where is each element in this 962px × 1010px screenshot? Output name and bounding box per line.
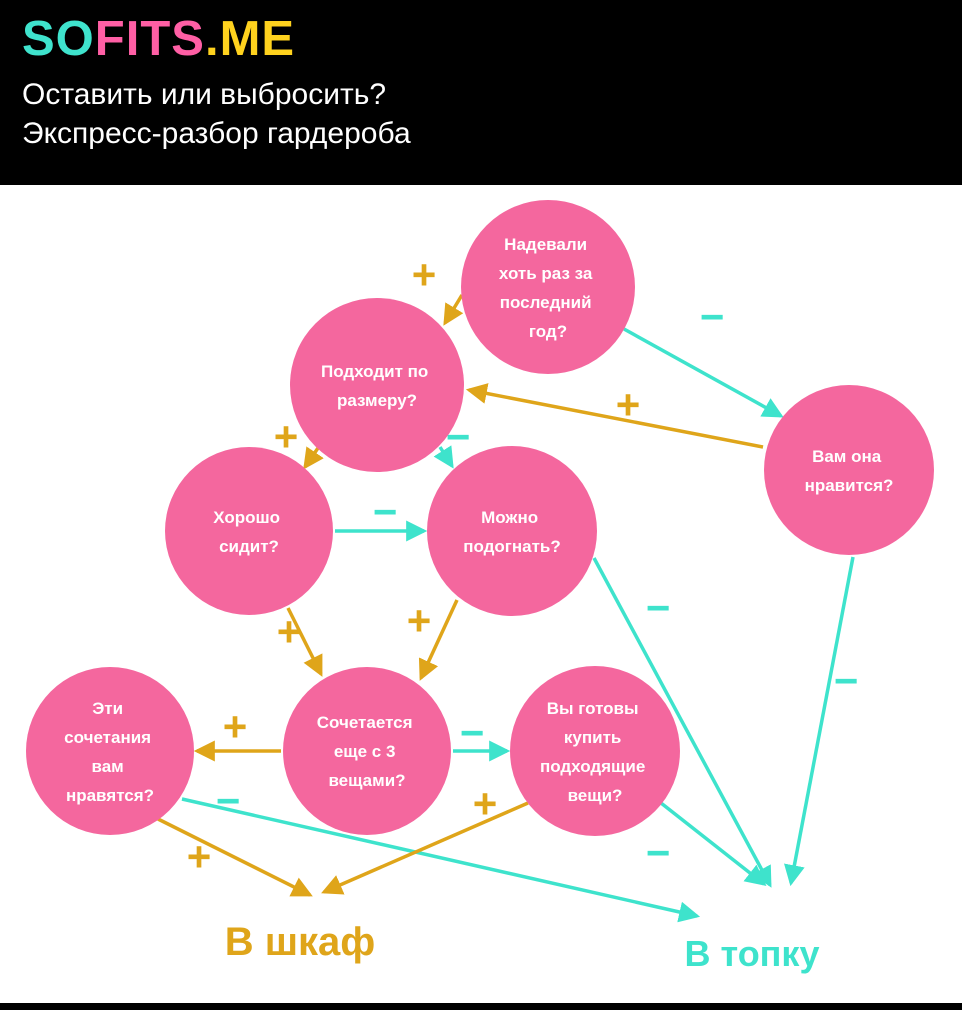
logo-part-me: .ME: [204, 12, 296, 66]
node-like: Вам она нравится?: [764, 385, 934, 555]
node-like-label: Вам она нравится?: [805, 447, 894, 495]
edge-worn-size-sign: +: [412, 251, 437, 298]
node-fits-well-label: Хорошо сидит?: [213, 508, 285, 556]
node-combos-like-label: Эти сочетания вам нравятся?: [64, 699, 156, 805]
node-fits-well: Хорошо сидит?: [165, 447, 333, 615]
nodes: Надевали хоть раз за последний год? Подх…: [26, 200, 934, 836]
footer-bar: [0, 1003, 962, 1010]
logo-part-fits: FITS: [94, 12, 205, 66]
edge-comboslike-furnace: [181, 797, 701, 923]
edge-worn-size: [443, 294, 464, 326]
node-size: Подходит по размеру?: [290, 298, 464, 472]
outcomes: В шкаф В топку: [225, 920, 820, 974]
edge-readybuy-closet: [321, 801, 529, 895]
edge-comboslike-closet: [157, 817, 313, 897]
edge-fits-combines-sign: +: [277, 608, 302, 655]
node-ready-buy-circle: [510, 666, 680, 836]
edge-combines-comboslike-sign: +: [223, 703, 248, 750]
edge-comboslike-closet-sign: +: [187, 833, 212, 880]
node-size-label: Подходит по размеру?: [321, 362, 433, 410]
outcome-closet-label: В шкаф: [225, 920, 376, 964]
edges: + − + − + − − + + −: [157, 251, 859, 923]
site-logo: SOFITS.ME: [22, 12, 942, 67]
title-line-1: Оставить или выбросить?: [22, 77, 387, 111]
edge-readybuy-furnace-sign: −: [646, 829, 671, 876]
node-fits-well-circle: [165, 447, 333, 615]
edge-worn-like: [623, 327, 784, 418]
node-size-circle: [290, 298, 464, 472]
edge-fits-adjust-sign: −: [373, 488, 398, 535]
node-combos-like: Эти сочетания вам нравятся?: [26, 667, 194, 835]
edge-like-furnace: [784, 556, 855, 887]
node-worn-label: Надевали хоть раз за последний год?: [499, 235, 597, 341]
edge-like-furnace-sign: −: [834, 657, 859, 704]
node-worn-circle: [461, 200, 635, 374]
edge-adjust-furnace: [592, 557, 772, 888]
outcome-furnace-label: В топку: [685, 933, 820, 974]
edge-like-size: [465, 383, 764, 449]
edge-adjust-combines-sign: +: [407, 597, 432, 644]
page-title: Оставить или выбросить? Экспресс-разбор …: [22, 75, 942, 153]
header: SOFITS.ME Оставить или выбросить? Экспре…: [0, 0, 962, 185]
edge-worn-like-sign: −: [700, 293, 725, 340]
node-adjust-label: Можно подогнать?: [463, 508, 561, 556]
node-combos-like-circle: [26, 667, 194, 835]
edge-adjust-combines: [418, 599, 459, 681]
edge-size-adjust: [433, 445, 454, 469]
edge-like-size-sign: +: [616, 381, 641, 428]
node-worn: Надевали хоть раз за последний год?: [461, 200, 635, 374]
edge-size-fits: [303, 446, 324, 470]
edge-comboslike-furnace-sign: −: [216, 777, 241, 824]
node-combines-circle: [283, 667, 451, 835]
edge-combines-readybuy-sign: −: [460, 709, 485, 756]
edge-adjust-furnace-sign: −: [646, 584, 671, 631]
logo-part-so: SO: [22, 12, 95, 66]
title-line-2: Экспресс-разбор гардероба: [22, 116, 411, 150]
edge-readybuy-closet-sign: +: [473, 780, 498, 827]
node-combines: Сочетается еще с 3 вещами?: [283, 667, 451, 835]
flowchart-area: + − + − + − − + + −: [0, 185, 962, 1003]
edge-readybuy-furnace: [659, 801, 767, 886]
node-ready-buy-label: Вы готовы купить подходящие вещи?: [540, 699, 650, 805]
flowchart-canvas: + − + − + − − + + −: [26, 200, 934, 974]
node-combines-label: Сочетается еще с 3 вещами?: [317, 713, 418, 790]
node-like-circle: [764, 385, 934, 555]
edge-fits-combines: [286, 607, 323, 677]
node-adjust: Можно подогнать?: [427, 446, 597, 616]
node-ready-buy: Вы готовы купить подходящие вещи?: [510, 666, 680, 836]
node-adjust-circle: [427, 446, 597, 616]
